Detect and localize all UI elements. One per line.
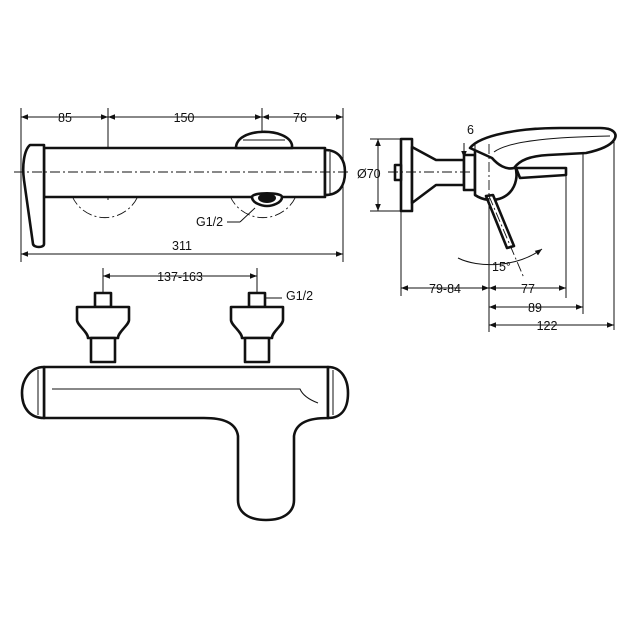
top-right-end-cap [326,365,350,420]
dim-label-311: 311 [172,239,192,253]
angle-arc [457,248,543,266]
dim-label-angle: 15° [492,260,511,274]
side-wall-stub [393,163,403,182]
dim-label-79-84: 79-84 [429,282,461,296]
dim-label-77: 77 [521,282,535,296]
dim-label-89: 89 [528,301,542,315]
right-inlet-nut [229,305,285,340]
left-inlet-nut [75,305,131,340]
side-angled-axis [488,195,525,279]
top-view: 137-163 G1/2 [20,268,350,522]
dim-label-g12-front: G1/2 [196,215,223,229]
left-inlet-sleeve [89,336,117,364]
side-connector [410,145,466,205]
side-collar [462,153,477,192]
side-lever [468,126,617,170]
dim-label-85: 85 [58,111,72,125]
left-wall-flange-outline [71,195,139,218]
right-inlet-thread [247,291,267,309]
top-left-end-cap [20,365,46,420]
left-inlet-thread [93,291,113,309]
lever-handle [21,143,46,249]
outlet-opening [258,193,276,203]
right-end-cap [323,148,347,197]
right-wall-flange-outline [229,195,297,218]
dim-label-g12-top: G1/2 [286,289,313,303]
mixer-body [42,146,327,199]
g12-leader [239,207,256,223]
top-body-crease [52,388,319,404]
side-wall-flange [399,137,414,213]
right-inlet-sleeve [243,336,271,364]
top-body-spout [42,365,330,522]
dim-label-diameter: Ø70 [357,167,381,181]
dim-label-76: 76 [293,111,307,125]
dim-label-150: 150 [174,111,195,125]
front-view: 85 150 76 G1/2 311 [14,108,350,262]
side-spout [514,166,568,180]
side-view: Ø70 6 15° 79-84 77 89 [357,123,617,333]
side-lever-crease [493,135,611,153]
dim-label-122: 122 [537,319,558,333]
dim-label-6: 6 [467,123,474,137]
dim-label-137-163: 137-163 [157,270,203,284]
